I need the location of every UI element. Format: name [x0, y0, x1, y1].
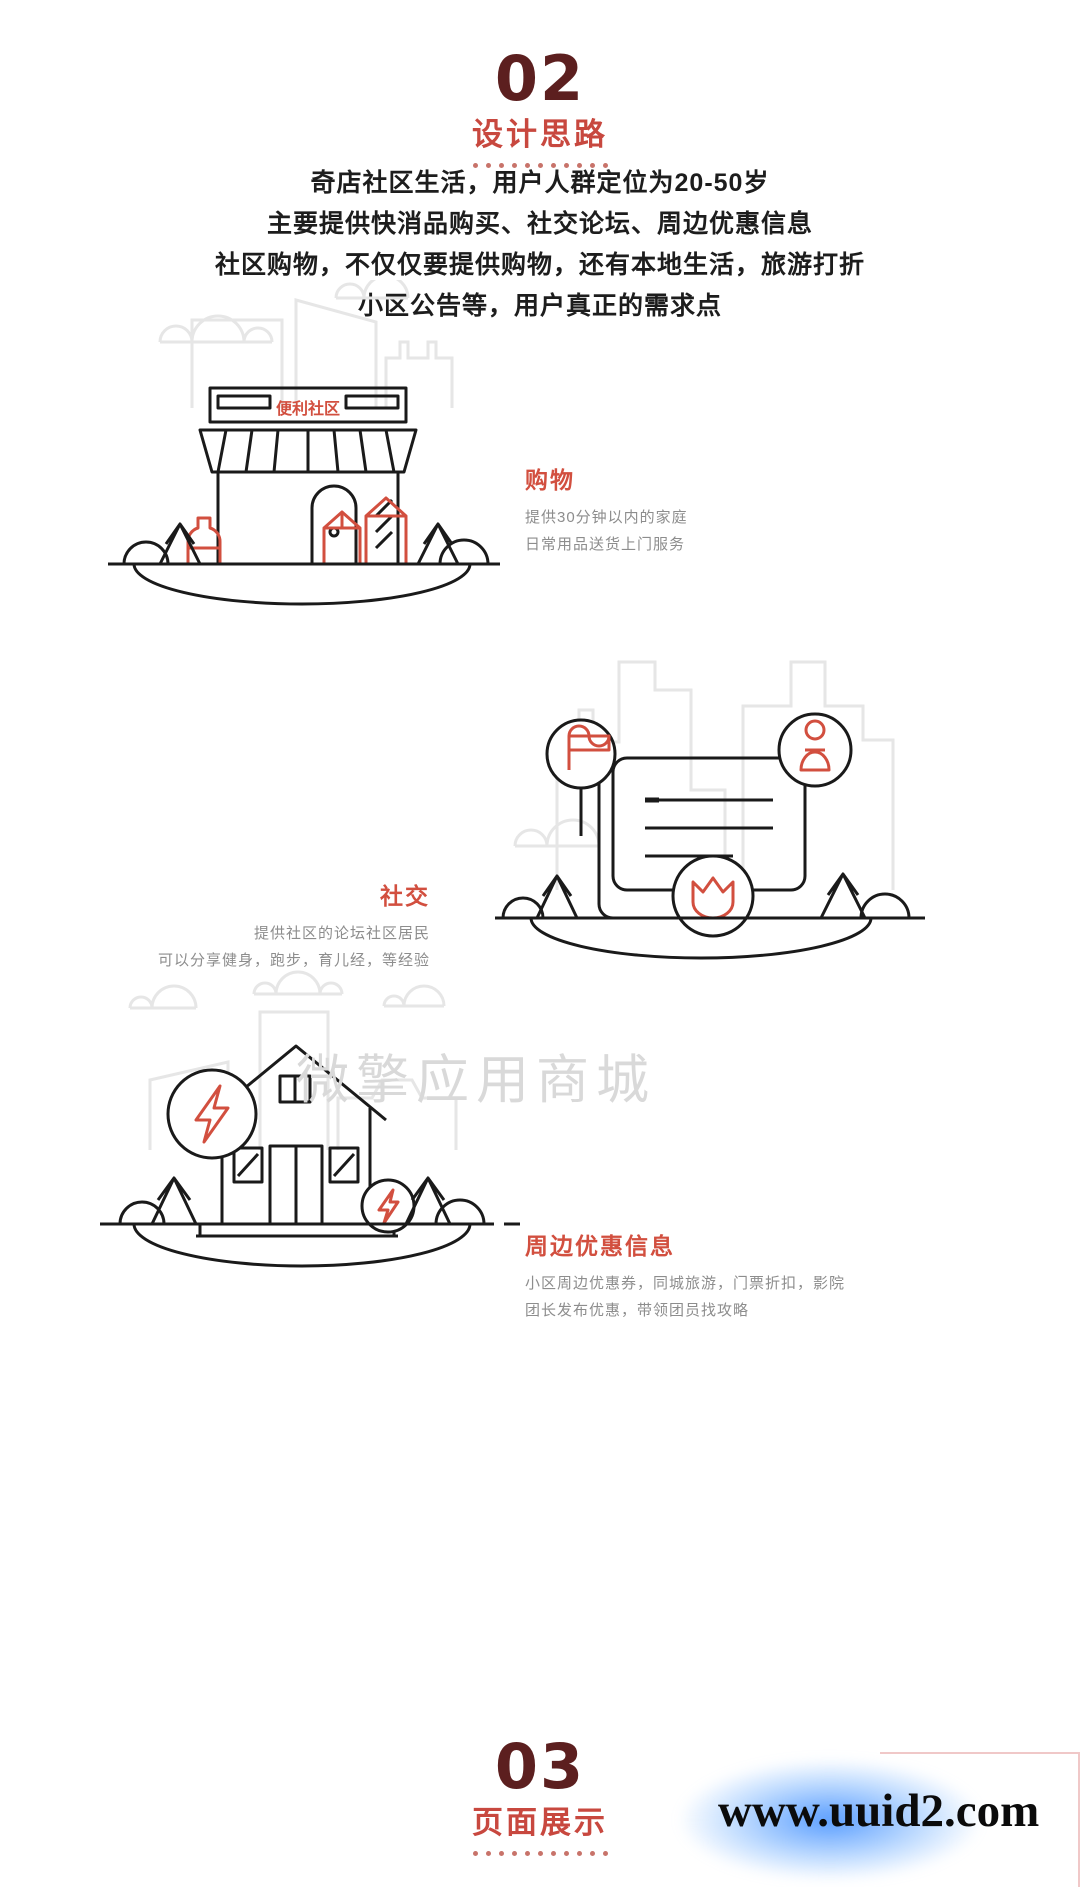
divider-dot	[563, 163, 569, 168]
section-number: 03	[494, 1730, 586, 1803]
divider-dot	[472, 163, 478, 168]
divider-dot	[537, 1851, 543, 1856]
divider-dot	[485, 1851, 491, 1856]
intro-paragraph: 奇店社区生活，用户人群定位为20-50岁 主要提供快消品购买、社交论坛、周边优惠…	[0, 163, 1080, 327]
divider-dot	[602, 1851, 608, 1856]
center-watermark: 微擎应用商城	[296, 1051, 656, 1110]
section-number: 02	[494, 42, 586, 115]
bush-icons	[108, 538, 500, 566]
lightning-badge-large	[166, 1068, 258, 1160]
divider-dot	[563, 1851, 569, 1856]
ground-ellipse	[132, 563, 472, 606]
ground-ellipse	[132, 1223, 472, 1268]
dot-divider	[0, 1851, 1080, 1856]
divider-dot	[498, 1851, 504, 1856]
store-sign-text: 便利社区	[276, 399, 340, 418]
divider-dot	[511, 1851, 517, 1856]
lightning-icon	[194, 1084, 230, 1144]
caption-line: 小区周边优惠券，同城旅游，门票折扣，影院	[525, 1275, 846, 1292]
caption-line: 可以分享健身，跑步，育儿经，等经验	[157, 952, 430, 969]
divider-dot	[576, 1851, 582, 1856]
intro-line: 奇店社区生活，用户人群定位为20-50岁	[310, 169, 770, 197]
divider-dot	[524, 1851, 530, 1856]
house-discount-illustration	[100, 970, 520, 1268]
divider-dot	[498, 163, 504, 168]
divider-dot	[524, 163, 530, 168]
caption-body: 提供30分钟以内的家庭 日常用品送货上门服务	[525, 504, 855, 558]
person-icon	[799, 719, 831, 772]
bush-icons	[495, 892, 925, 920]
feature-block-social: 社交 提供社区的论坛社区居民 可以分享健身，跑步，育儿经，等经验	[0, 650, 1080, 1000]
convenience-store-illustration: 便利社区	[108, 280, 500, 606]
divider-dot	[511, 163, 517, 168]
cloud-shapes	[513, 818, 601, 848]
section-header-03: 03 页面展示	[0, 1736, 1080, 1856]
caption-line: 提供30分钟以内的家庭	[525, 509, 688, 526]
divider-dot	[472, 1851, 478, 1856]
cloud-shapes	[128, 970, 446, 1010]
crown-badge	[671, 854, 755, 938]
site-url-watermark: www.uuid2.com	[718, 1785, 1040, 1837]
forum-post-illustration	[495, 660, 925, 960]
flag-icon	[567, 724, 611, 770]
caption-title: 社交	[380, 883, 430, 909]
bush-icons	[100, 1198, 520, 1226]
intro-line: 社区购物，不仅仅要提供购物，还有本地生活，旅游打折	[214, 251, 865, 279]
page-edge-line	[880, 1752, 1080, 1754]
divider-dot	[602, 163, 608, 168]
caption-title: 周边优惠信息	[525, 1233, 675, 1259]
divider-dot	[589, 163, 595, 168]
caption-body: 提供社区的论坛社区居民 可以分享健身，跑步，育儿经，等经验	[110, 920, 430, 974]
ground-ellipse	[529, 917, 873, 960]
divider-dot	[550, 1851, 556, 1856]
person-badge	[777, 712, 853, 788]
background-skyline	[190, 298, 454, 408]
caption-body: 小区周边优惠券，同城旅游，门票折扣，影院 团长发布优惠，带领团员找攻略	[525, 1270, 885, 1324]
caption-deals: 周边优惠信息 小区周边优惠券，同城旅游，门票折扣，影院 团长发布优惠，带领团员找…	[525, 1230, 885, 1324]
caption-social: 社交 提供社区的论坛社区居民 可以分享健身，跑步，育儿经，等经验	[110, 880, 430, 974]
caption-line: 团长发布优惠，带领团员找攻略	[525, 1302, 750, 1319]
feature-block-deals: 周边优惠信息 小区周边优惠券，同城旅游，门票折扣，影院 团长发布优惠，带领团员找…	[0, 950, 1080, 1320]
section-header-02: 02 设计思路	[0, 48, 1080, 168]
feature-block-shopping: 便利社区 购物 提供30分钟以内的家庭 日常用品送货上门服务	[0, 280, 1080, 640]
cloud-shapes	[158, 280, 410, 344]
dot-divider	[0, 163, 1080, 168]
intro-line: 主要提供快消品购买、社交论坛、周边优惠信息	[266, 210, 813, 238]
divider-dot	[537, 163, 543, 168]
divider-dot	[576, 163, 582, 168]
flag-badge	[545, 718, 617, 836]
divider-dot	[485, 163, 491, 168]
section-title: 页面展示	[472, 1805, 608, 1840]
store-building	[198, 386, 422, 566]
section-title: 设计思路	[472, 117, 608, 152]
caption-shopping: 购物 提供30分钟以内的家庭 日常用品送货上门服务	[525, 464, 855, 558]
intro-line: 小区公告等，用户真正的需求点	[357, 292, 722, 320]
divider-dot	[550, 163, 556, 168]
page-edge-line	[1078, 1752, 1080, 1887]
caption-title: 购物	[525, 467, 575, 493]
caption-line: 提供社区的论坛社区居民	[253, 925, 430, 942]
tree-icons	[158, 522, 460, 566]
blue-glow-decoration	[680, 1760, 980, 1880]
divider-dot	[589, 1851, 595, 1856]
caption-line: 日常用品送货上门服务	[525, 536, 686, 553]
